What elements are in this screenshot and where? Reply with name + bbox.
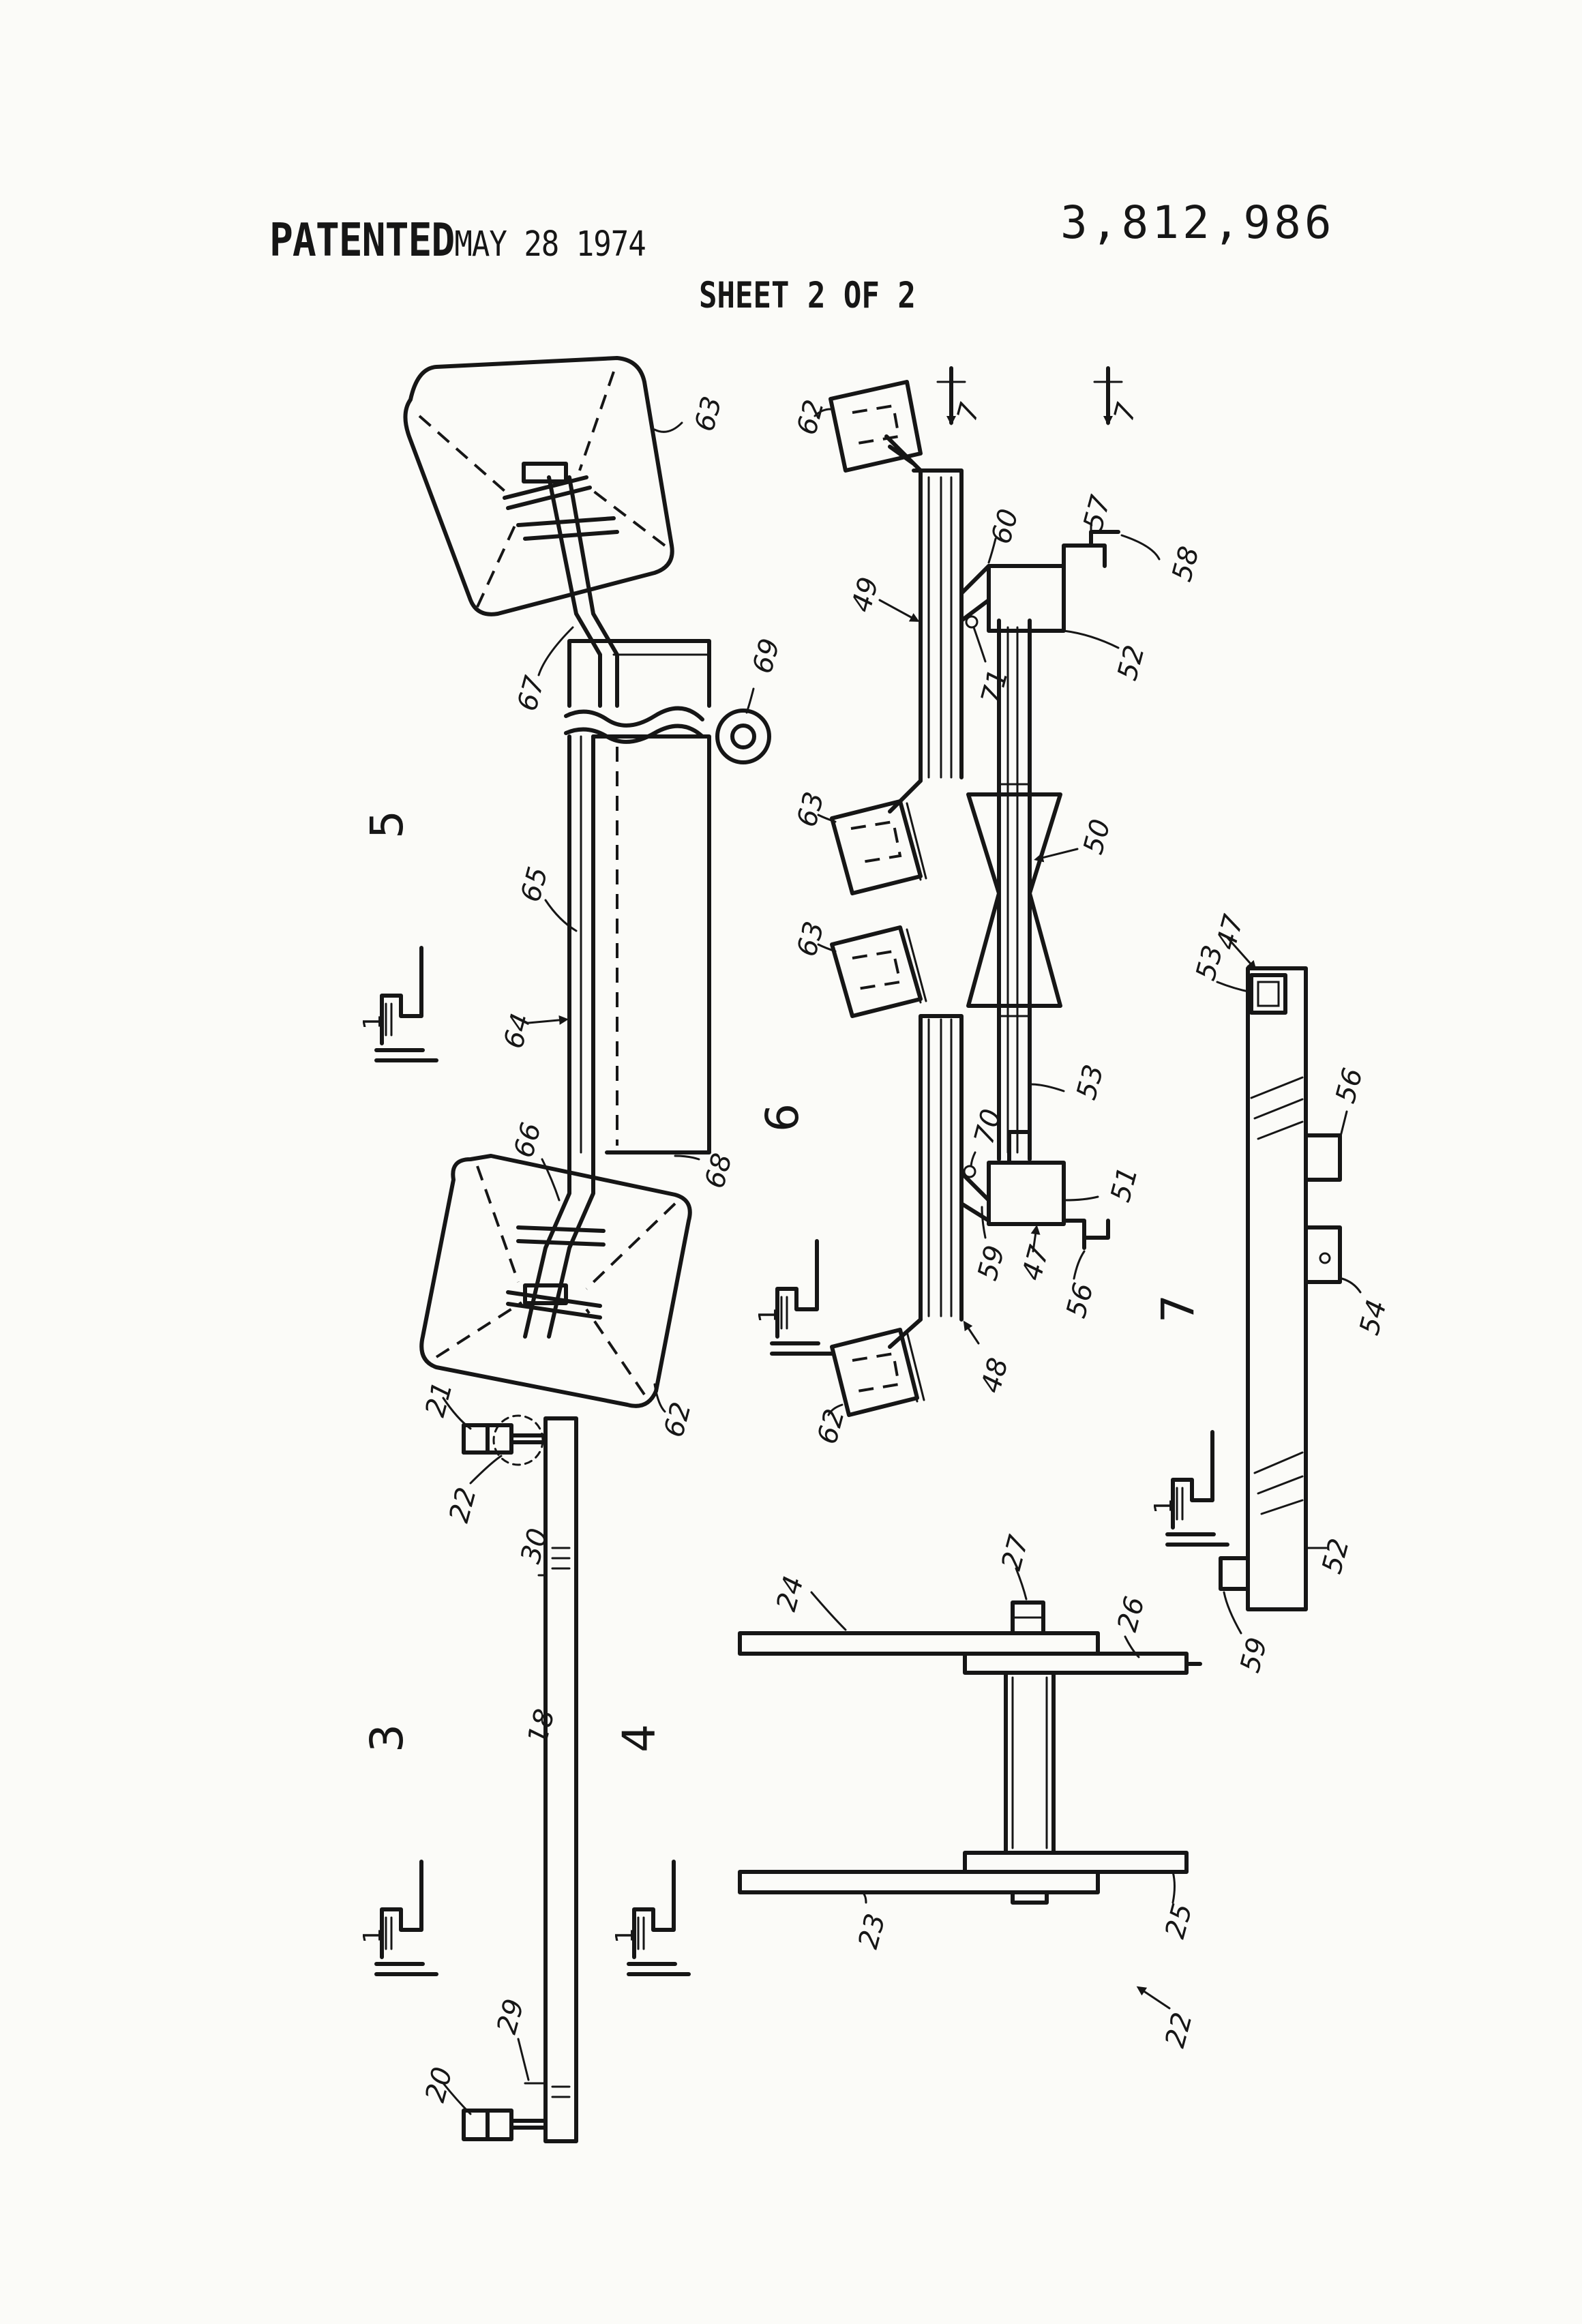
hitch-56 bbox=[1064, 1221, 1108, 1248]
frame-member-68 bbox=[593, 736, 709, 1152]
ref-70: 70 bbox=[968, 1106, 1008, 1148]
ref-57: 57 bbox=[1077, 492, 1117, 534]
break-line-top bbox=[566, 709, 702, 726]
lug-56 bbox=[1306, 1135, 1340, 1180]
ref-23: 23 bbox=[852, 1911, 892, 1952]
ref-21: 21 bbox=[419, 1379, 459, 1420]
equalizer-50 bbox=[968, 794, 1060, 1006]
ref-22-b: 22 bbox=[1159, 2010, 1199, 2051]
wheel-63-lower bbox=[832, 927, 921, 1016]
fig6-number: 6 bbox=[756, 1103, 809, 1132]
wheel-63-upper bbox=[832, 801, 921, 893]
ref-26: 26 bbox=[1111, 1594, 1151, 1635]
ref-7-a: 7 bbox=[951, 400, 986, 425]
plate-26 bbox=[965, 1654, 1186, 1673]
frame-bar-18 bbox=[546, 1418, 576, 2141]
lip-59 bbox=[1221, 1558, 1248, 1589]
ref-58: 58 bbox=[1166, 543, 1206, 585]
hub-62-hidden-lines bbox=[436, 1166, 675, 1395]
ref-29: 29 bbox=[491, 1996, 531, 2038]
pivot-70 bbox=[964, 1166, 975, 1177]
pivot-71 bbox=[966, 616, 977, 627]
ref-49: 49 bbox=[846, 574, 885, 616]
break-line-bottom bbox=[566, 726, 702, 742]
fig-label-5: 1 5 bbox=[359, 810, 436, 1060]
ref-62-b: 62 bbox=[791, 397, 831, 438]
plate-23 bbox=[740, 1872, 1098, 1892]
ref-7-b: 7 bbox=[1108, 400, 1143, 425]
wheel-62-lower bbox=[832, 1330, 917, 1415]
ref-27: 27 bbox=[996, 1532, 1035, 1574]
ref-30: 30 bbox=[515, 1525, 554, 1567]
ref-47-a: 47 bbox=[1016, 1242, 1056, 1284]
ref-50: 50 bbox=[1077, 816, 1117, 858]
tube-53 bbox=[1251, 975, 1285, 1013]
fig5-prefix: 1 bbox=[359, 1014, 387, 1030]
fig5-number: 5 bbox=[361, 810, 413, 839]
hub-63-nut bbox=[524, 464, 566, 481]
ref-59-b: 59 bbox=[1234, 1635, 1274, 1676]
ref-66: 66 bbox=[508, 1120, 548, 1161]
ref-63-a: 63 bbox=[689, 393, 728, 435]
hub-62-washer bbox=[518, 1227, 603, 1245]
mount-57 bbox=[1064, 546, 1105, 566]
ref-68: 68 bbox=[699, 1150, 738, 1192]
fig7-number: 7 bbox=[1152, 1294, 1204, 1323]
ref-62-a: 62 bbox=[658, 1399, 698, 1441]
mount-51 bbox=[989, 1163, 1064, 1224]
spindle-bracket bbox=[569, 641, 709, 706]
plate-25 bbox=[965, 1853, 1186, 1872]
ref-22-a: 22 bbox=[443, 1485, 483, 1526]
ref-51: 51 bbox=[1105, 1164, 1144, 1206]
ref-67: 67 bbox=[511, 672, 551, 715]
channel-52 bbox=[1248, 968, 1306, 1609]
ref-56-a: 56 bbox=[1060, 1280, 1100, 1322]
fig3-number: 3 bbox=[361, 1724, 413, 1753]
hub-63-washer bbox=[518, 518, 617, 539]
plate-24 bbox=[740, 1633, 1098, 1654]
fig3-prefix: 1 bbox=[359, 1928, 387, 1943]
tow-ring-69 bbox=[717, 711, 769, 762]
figure-6-drawing bbox=[831, 382, 1118, 1415]
arm-49 bbox=[914, 471, 961, 781]
figure-5-drawing bbox=[405, 358, 769, 1406]
fig-label-4: 1 4 bbox=[611, 1724, 689, 1974]
ref-69: 69 bbox=[747, 636, 786, 677]
ref-63-b: 63 bbox=[791, 789, 831, 831]
fig-label-6: 1 6 bbox=[754, 1103, 832, 1354]
ref-60: 60 bbox=[985, 506, 1025, 548]
ref-53-a: 53 bbox=[1071, 1062, 1110, 1103]
ref-52-b: 52 bbox=[1316, 1536, 1356, 1577]
ref-18: 18 bbox=[522, 1706, 561, 1748]
fig4-prefix: 1 bbox=[611, 1928, 639, 1943]
ref-56-b: 56 bbox=[1330, 1065, 1369, 1107]
ref-25: 25 bbox=[1159, 1901, 1199, 1942]
fig7-prefix: 1 bbox=[1150, 1498, 1178, 1514]
wheel-62-upper bbox=[831, 382, 921, 471]
ref-59-a: 59 bbox=[972, 1242, 1011, 1284]
ref-64: 64 bbox=[498, 1011, 537, 1052]
fig-label-7: 1 7 bbox=[1150, 1294, 1227, 1545]
ref-54: 54 bbox=[1354, 1297, 1393, 1339]
ref-48: 48 bbox=[975, 1355, 1015, 1397]
hub-63-outline bbox=[405, 358, 672, 614]
ref-20: 20 bbox=[419, 2064, 459, 2106]
fig-label-3: 1 3 bbox=[359, 1724, 436, 1974]
fig6-prefix: 1 bbox=[754, 1307, 782, 1323]
ref-65: 65 bbox=[515, 864, 554, 906]
ref-24: 24 bbox=[771, 1573, 810, 1615]
fig4-number: 4 bbox=[613, 1724, 666, 1753]
ref-63-c: 63 bbox=[791, 919, 831, 960]
